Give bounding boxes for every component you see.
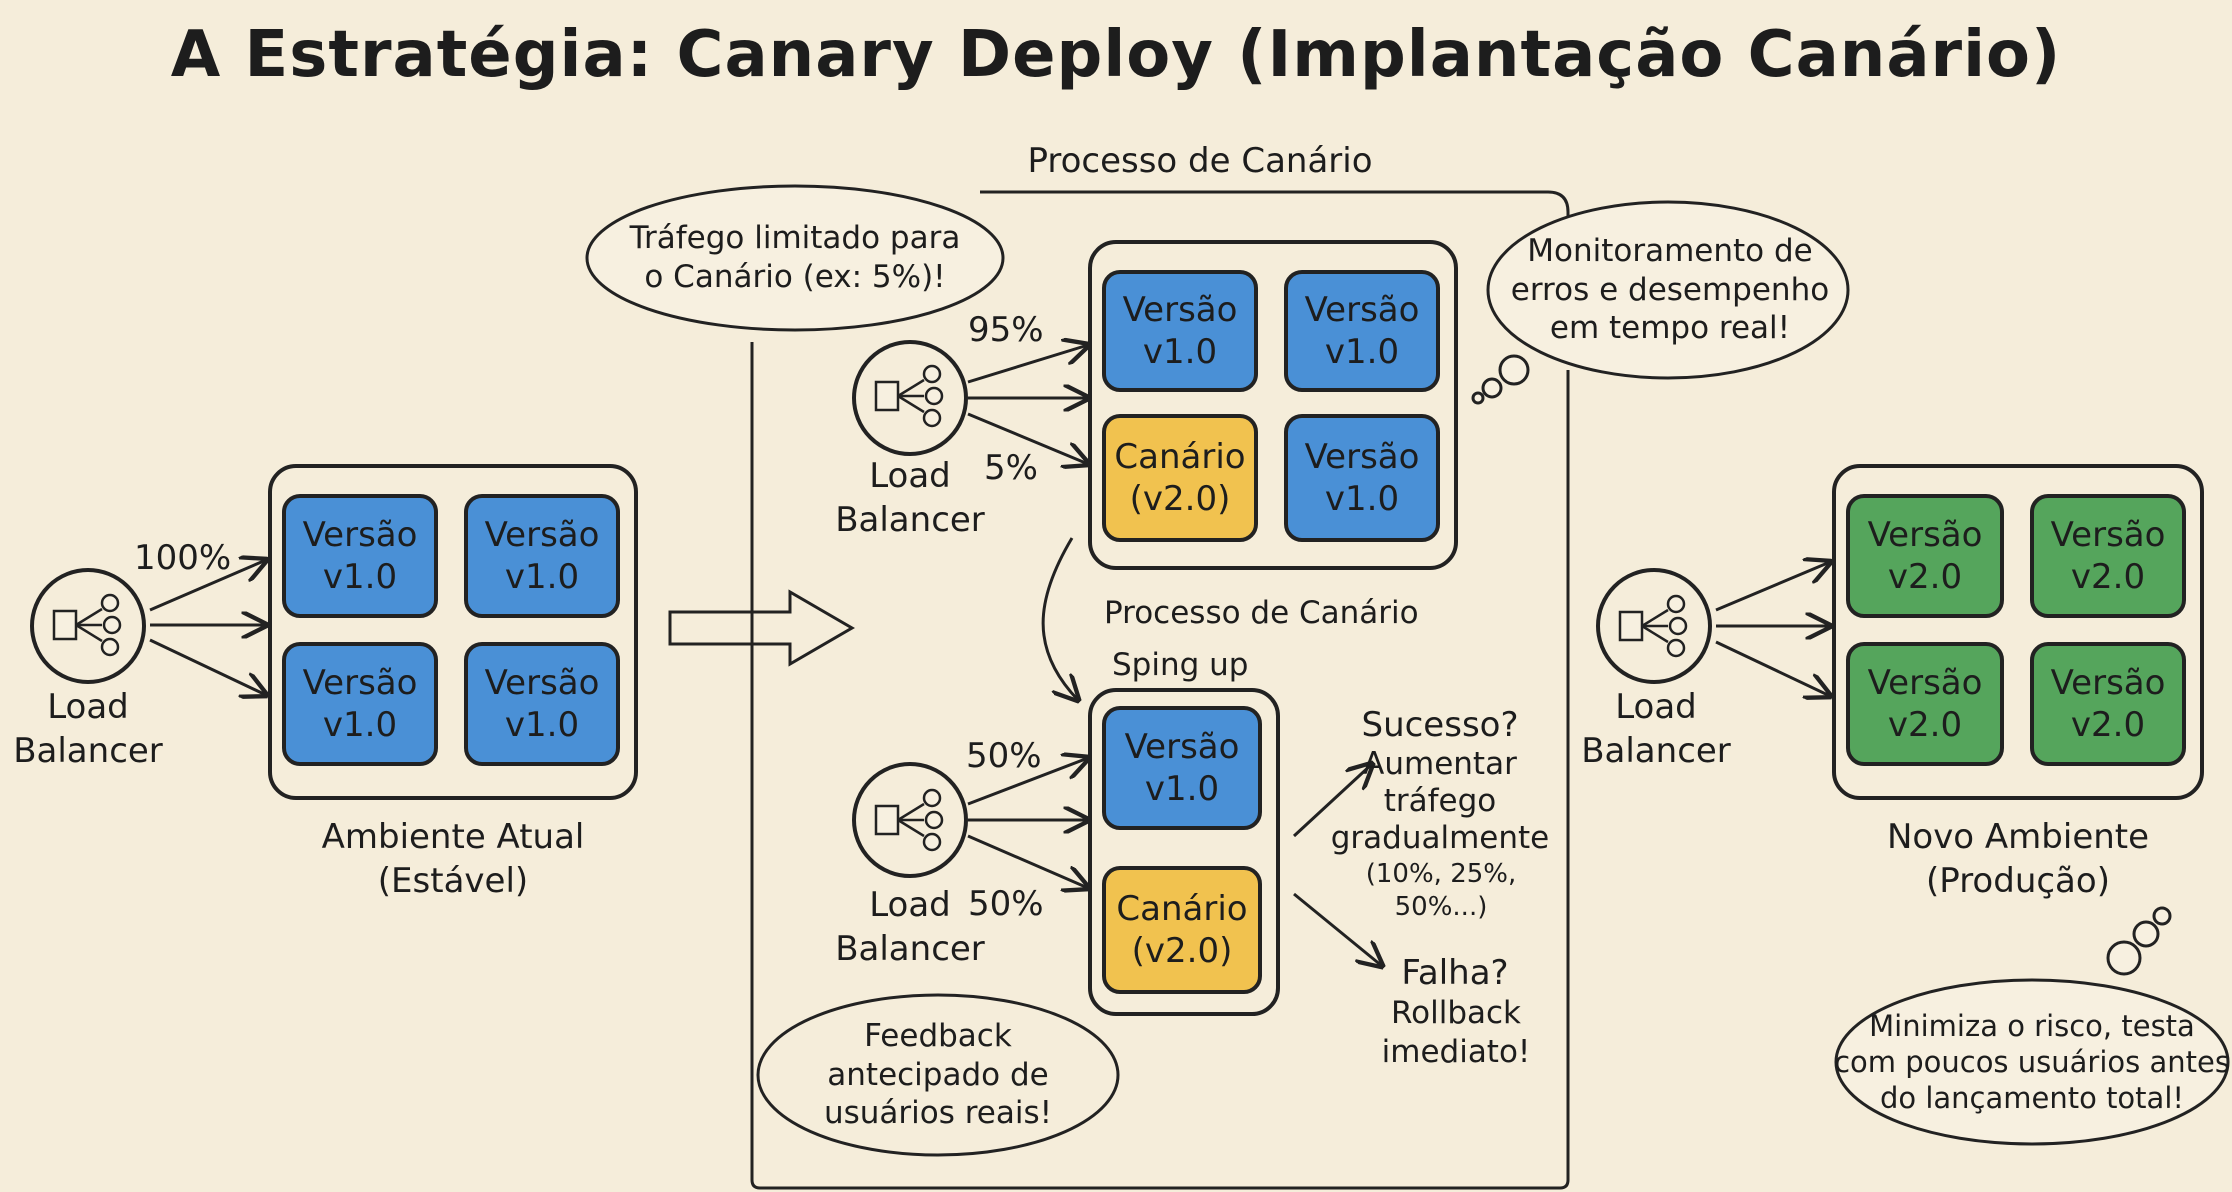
risk-cloud-text: Minimiza o risco, testa com poucos usuár… <box>1834 1008 2230 1116</box>
right-server-2: Versão v2.0 <box>2030 494 2186 618</box>
bottom-lb-arrows <box>967 758 1088 888</box>
left-lb-arrows <box>149 560 266 695</box>
feedback-bubble-text: Feedback antecipado de usuários reais! <box>823 1017 1053 1132</box>
monitor-cloud-shape <box>1471 200 1850 405</box>
left-server-3: Versão v1.0 <box>282 642 438 766</box>
canary-top-group-frame <box>1088 240 1458 570</box>
success-arrow <box>1292 764 1372 838</box>
right-server-4: Versão v2.0 <box>2030 642 2186 766</box>
left-load-balancer-icon <box>30 568 146 684</box>
bottom-load-balancer-icon <box>852 762 968 878</box>
current-environment-caption: Ambiente Atual (Estável) <box>321 817 585 901</box>
left-server-1: Versão v1.0 <box>282 494 438 618</box>
new-environment-caption: Novo Ambiente (Produção) <box>1886 817 2150 901</box>
page-title: A Estratégia: Canary Deploy (Implantação… <box>170 18 2062 92</box>
mid-process-label: Processo de Canário <box>1104 595 1419 631</box>
failure-text: Rollback imediato! <box>1381 995 1531 1070</box>
monitor-cloud-text: Monitoramento de erros e desempenho em t… <box>1510 232 1830 347</box>
left-load-balancer-label: Load Balancer <box>13 687 163 771</box>
mid-spin-up-label: Sping up <box>1112 647 1249 683</box>
traffic-cloud-shape <box>585 184 1005 332</box>
canary-bottom-group-frame <box>1088 688 1280 1016</box>
success-steps: (10%, 25%, 50%...) <box>1365 859 1517 922</box>
traffic-cloud-text: Tráfego limitado para o Canário (ex: 5%)… <box>629 220 961 295</box>
canary-section-title: Processo de Canário <box>1027 141 1373 181</box>
left-server-2: Versão v1.0 <box>464 494 620 618</box>
failure-arrow <box>1293 892 1382 966</box>
bottom-load-balancer-label: Load Balancer <box>835 885 985 969</box>
risk-cloud-shape <box>1834 906 2230 1146</box>
right-lb-arrows <box>1715 562 1830 696</box>
top-percent-major: 95% <box>968 310 1044 350</box>
success-text: Aumentar tráfego gradualmente <box>1330 746 1550 857</box>
top-percent-minor: 5% <box>984 448 1038 488</box>
canary-bottom-server-2: Canário (v2.0) <box>1102 866 1262 994</box>
right-load-balancer-label: Load Balancer <box>1581 687 1731 771</box>
spin-up-arrow <box>1041 537 1078 700</box>
transition-arrow <box>668 589 855 667</box>
canary-top-server-3: Canário (v2.0) <box>1102 414 1258 542</box>
bottom-percent-bottom: 50% <box>968 884 1044 924</box>
left-percent: 100% <box>134 538 232 578</box>
bottom-percent-top: 50% <box>966 736 1042 776</box>
right-server-3: Versão v2.0 <box>1846 642 2004 766</box>
right-server-1: Versão v2.0 <box>1846 494 2004 618</box>
canary-top-server-4: Versão v1.0 <box>1284 414 1440 542</box>
new-environment-frame <box>1832 464 2204 800</box>
canary-bottom-server-1: Versão v1.0 <box>1102 706 1262 830</box>
top-load-balancer-label: Load Balancer <box>835 456 985 540</box>
right-load-balancer-icon <box>1596 568 1712 684</box>
canary-top-server-1: Versão v1.0 <box>1102 270 1258 392</box>
success-title: Sucesso? <box>1361 705 1519 745</box>
canary-top-server-2: Versão v1.0 <box>1284 270 1440 392</box>
current-environment-frame <box>268 464 638 800</box>
top-lb-arrows <box>967 345 1088 464</box>
canary-process-frame <box>750 190 1570 1190</box>
top-load-balancer-icon <box>852 340 968 456</box>
feedback-bubble-shape <box>756 993 1120 1157</box>
failure-title: Falha? <box>1401 953 1509 993</box>
left-server-4: Versão v1.0 <box>464 642 620 766</box>
